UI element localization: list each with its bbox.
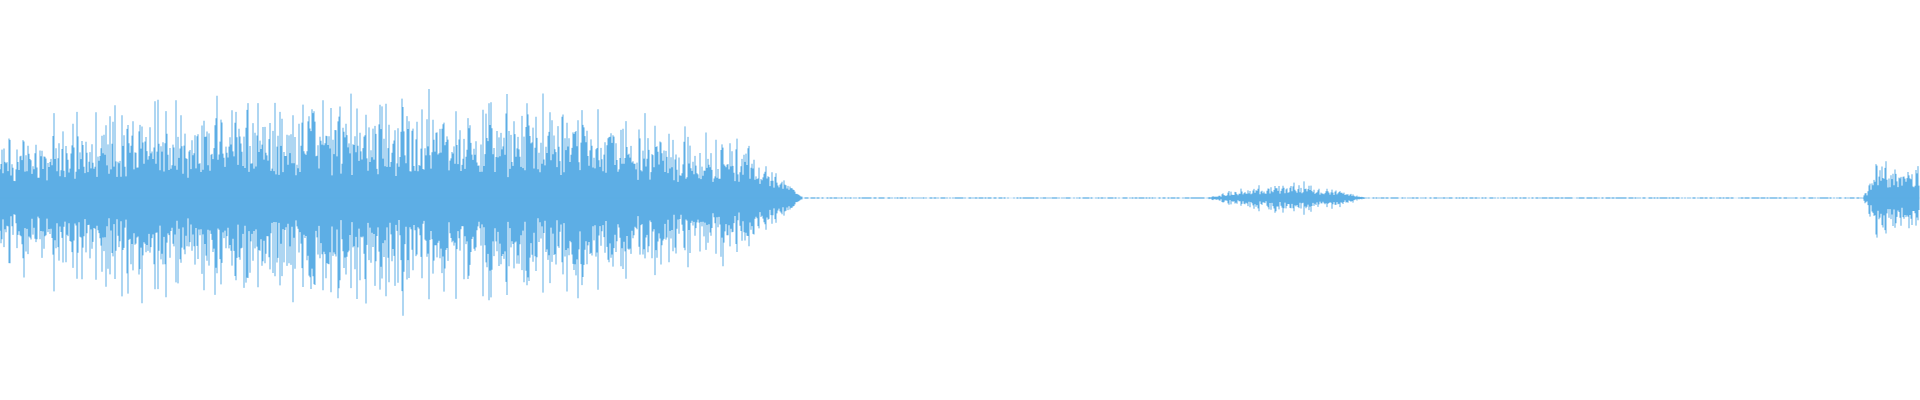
- waveform-trace: [0, 89, 1920, 316]
